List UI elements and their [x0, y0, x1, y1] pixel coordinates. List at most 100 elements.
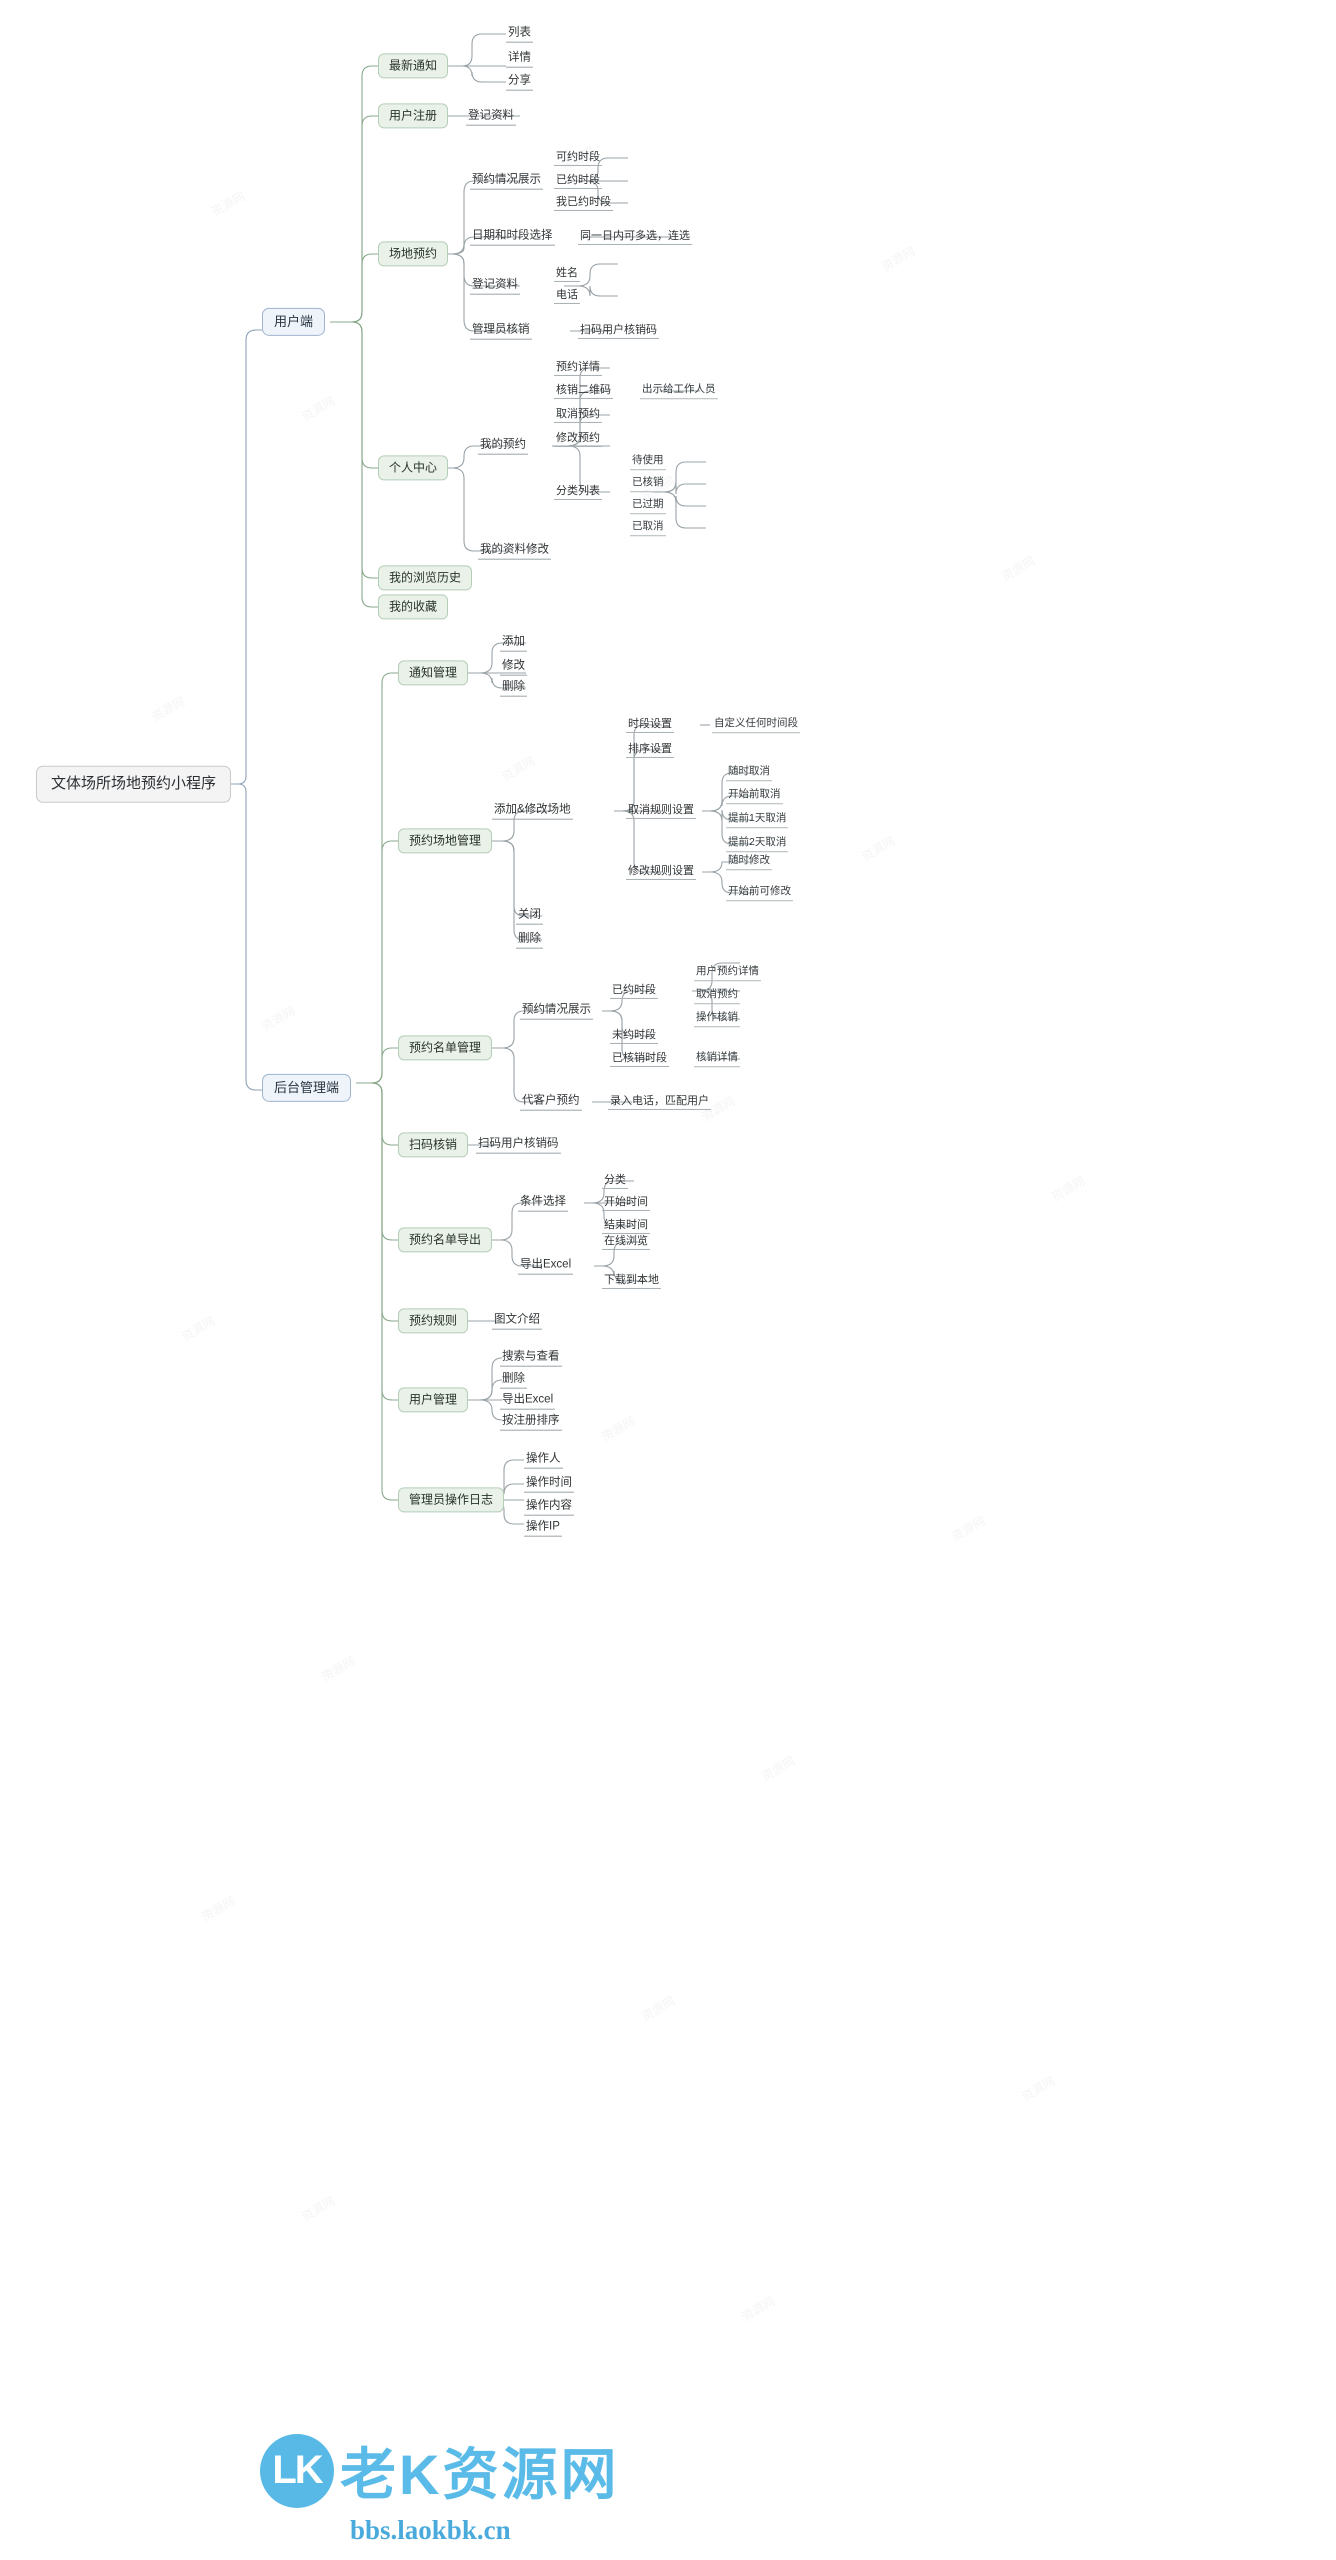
- node-custom-any-timeslot[interactable]: 自定义任何时间段: [712, 717, 800, 733]
- node-venue-close[interactable]: 关闭: [516, 908, 543, 925]
- watermark-url: bbs.laokbk.cn: [350, 2515, 511, 2545]
- node-scan-verify[interactable]: 扫码核销: [398, 1132, 469, 1158]
- branch-admin-backend[interactable]: 后台管理端: [262, 1073, 352, 1103]
- node-user-register[interactable]: 用户注册: [378, 103, 449, 129]
- node-modify-anytime[interactable]: 随时修改: [726, 854, 772, 870]
- node-cancel-anytime[interactable]: 随时取消: [726, 765, 772, 781]
- node-venue-delete[interactable]: 删除: [516, 932, 543, 949]
- watermark-tile: 资源网: [299, 393, 338, 424]
- node-notice-detail[interactable]: 详情: [506, 51, 533, 68]
- node-modify-before-start[interactable]: 开始前可修改: [726, 885, 793, 901]
- node-filter-start-time[interactable]: 开始时间: [602, 1195, 650, 1212]
- watermark-logo-text: 老K资源网: [340, 2443, 620, 2506]
- node-filter-end-time[interactable]: 结束时间: [602, 1218, 650, 1235]
- node-status-expired[interactable]: 已过期: [630, 498, 666, 514]
- node-date-timeslot-select[interactable]: 日期和时段选择: [470, 229, 555, 246]
- node-venue-booking[interactable]: 场地预约: [378, 241, 449, 267]
- node-notice-modify[interactable]: 修改: [500, 659, 527, 676]
- node-my-bookings[interactable]: 我的预约: [478, 438, 528, 455]
- node-admin-booked-timeslot[interactable]: 已约时段: [610, 983, 658, 1000]
- node-status-cancelled[interactable]: 已取消: [630, 520, 666, 536]
- node-sort-by-registration[interactable]: 按注册排序: [500, 1414, 562, 1431]
- node-admin-verified-timeslot[interactable]: 已核销时段: [610, 1051, 669, 1068]
- node-cancel-booking[interactable]: 取消预约: [554, 407, 602, 424]
- node-booking-register-info[interactable]: 登记资料: [470, 278, 520, 295]
- node-personal-center[interactable]: 个人中心: [378, 455, 449, 481]
- node-booking-rules[interactable]: 预约规则: [398, 1308, 469, 1334]
- node-log-operator[interactable]: 操作人: [524, 1452, 563, 1469]
- node-category-list[interactable]: 分类列表: [554, 484, 602, 501]
- node-cancel-2days-ahead[interactable]: 提前2天取消: [726, 836, 789, 852]
- node-scan-user-verify-code[interactable]: 扫码用户核销码: [578, 323, 659, 340]
- node-venue-management[interactable]: 预约场地管理: [398, 828, 493, 854]
- watermark-tile: 资源网: [879, 243, 918, 274]
- node-status-verified[interactable]: 已核销: [630, 476, 666, 492]
- node-cancel-rule-setting[interactable]: 取消规则设置: [626, 803, 696, 820]
- node-my-browse-history[interactable]: 我的浏览历史: [378, 565, 473, 591]
- node-my-favorites[interactable]: 我的收藏: [378, 594, 449, 620]
- node-admin-unbooked-timeslot[interactable]: 未约时段: [610, 1028, 658, 1045]
- node-notice-share[interactable]: 分享: [506, 74, 533, 91]
- node-cancel-1day-ahead[interactable]: 提前1天取消: [726, 812, 789, 828]
- node-search-and-view[interactable]: 搜索与查看: [500, 1350, 562, 1367]
- node-field-name[interactable]: 姓名: [554, 266, 580, 283]
- node-book-for-customer[interactable]: 代客户预约: [520, 1094, 582, 1111]
- node-rules-text-image-intro[interactable]: 图文介绍: [492, 1313, 542, 1330]
- node-modify-booking[interactable]: 修改预约: [554, 431, 602, 448]
- node-verify-detail[interactable]: 核销详情: [694, 1051, 740, 1067]
- node-notice-list[interactable]: 列表: [506, 26, 533, 43]
- node-log-content[interactable]: 操作内容: [524, 1499, 574, 1516]
- node-admin-scan-user-verify-code[interactable]: 扫码用户核销码: [476, 1137, 561, 1154]
- node-user-booking-detail[interactable]: 用户预约详情: [694, 965, 761, 981]
- node-notice-management[interactable]: 通知管理: [398, 660, 469, 686]
- node-admin-booking-status-display[interactable]: 预约情况展示: [520, 1003, 593, 1020]
- node-log-ip[interactable]: 操作IP: [524, 1520, 562, 1537]
- node-my-profile-edit[interactable]: 我的资料修改: [478, 543, 551, 560]
- node-log-time[interactable]: 操作时间: [524, 1476, 574, 1493]
- node-my-booked-timeslot[interactable]: 我已约时段: [554, 195, 613, 212]
- node-booking-detail[interactable]: 预约详情: [554, 360, 602, 377]
- watermark-tile: 资源网: [759, 1753, 798, 1784]
- node-booking-list-export[interactable]: 预约名单导出: [398, 1227, 493, 1253]
- node-status-pending-use[interactable]: 待使用: [630, 454, 666, 470]
- node-field-phone[interactable]: 电话: [554, 288, 580, 305]
- watermark-tile: 资源网: [179, 1313, 218, 1344]
- node-operate-verify[interactable]: 操作核销: [694, 1011, 740, 1027]
- node-admin-cancel-booking[interactable]: 取消预约: [694, 988, 740, 1004]
- node-notice-delete[interactable]: 删除: [500, 680, 527, 697]
- node-booking-status-display[interactable]: 预约情况展示: [470, 173, 543, 190]
- node-user-delete[interactable]: 删除: [500, 1372, 527, 1389]
- node-filter-category[interactable]: 分类: [602, 1173, 628, 1190]
- node-modify-rule-setting[interactable]: 修改规则设置: [626, 864, 696, 881]
- node-latest-notice[interactable]: 最新通知: [378, 53, 449, 79]
- node-register-info[interactable]: 登记资料: [466, 109, 516, 126]
- node-download-local[interactable]: 下载到本地: [602, 1273, 661, 1290]
- site-watermark: LK 老K资源网 bbs.laokbk.cn: [260, 2430, 800, 2550]
- node-show-to-staff[interactable]: 出示给工作人员: [640, 383, 718, 399]
- node-timeslot-setting[interactable]: 时段设置: [626, 717, 674, 734]
- node-admin-verify[interactable]: 管理员核销: [470, 323, 532, 340]
- node-add-modify-venue[interactable]: 添加&修改场地: [492, 803, 573, 820]
- node-admin-operation-log[interactable]: 管理员操作日志: [398, 1487, 505, 1513]
- node-notice-add[interactable]: 添加: [500, 635, 527, 652]
- watermark-tile: 资源网: [999, 553, 1038, 584]
- node-user-management[interactable]: 用户管理: [398, 1387, 469, 1413]
- node-export-excel[interactable]: 导出Excel: [518, 1258, 574, 1275]
- node-enter-phone-match-user[interactable]: 录入电话，匹配用户: [608, 1094, 711, 1111]
- node-booked-timeslot[interactable]: 已约时段: [554, 173, 602, 190]
- watermark-tile: 资源网: [739, 2293, 778, 2324]
- branch-user-client[interactable]: 用户端: [262, 307, 326, 337]
- node-cancel-before-start[interactable]: 开始前取消: [726, 788, 783, 804]
- node-available-timeslot[interactable]: 可约时段: [554, 150, 602, 167]
- watermark-logo-badge: LK: [260, 2433, 334, 2508]
- node-view-online[interactable]: 在线浏览: [602, 1234, 650, 1251]
- node-sort-setting[interactable]: 排序设置: [626, 742, 674, 759]
- root-node[interactable]: 文体场所场地预约小程序: [36, 765, 232, 803]
- node-verify-qrcode[interactable]: 核销二维码: [554, 383, 613, 400]
- node-user-export-excel[interactable]: 导出Excel: [500, 1393, 556, 1410]
- node-condition-select[interactable]: 条件选择: [518, 1195, 568, 1212]
- node-multi-select-same-day[interactable]: 同一日内可多选，连选: [578, 229, 692, 246]
- node-booking-list-management[interactable]: 预约名单管理: [398, 1035, 493, 1061]
- watermark-tile: 资源网: [639, 1993, 678, 2024]
